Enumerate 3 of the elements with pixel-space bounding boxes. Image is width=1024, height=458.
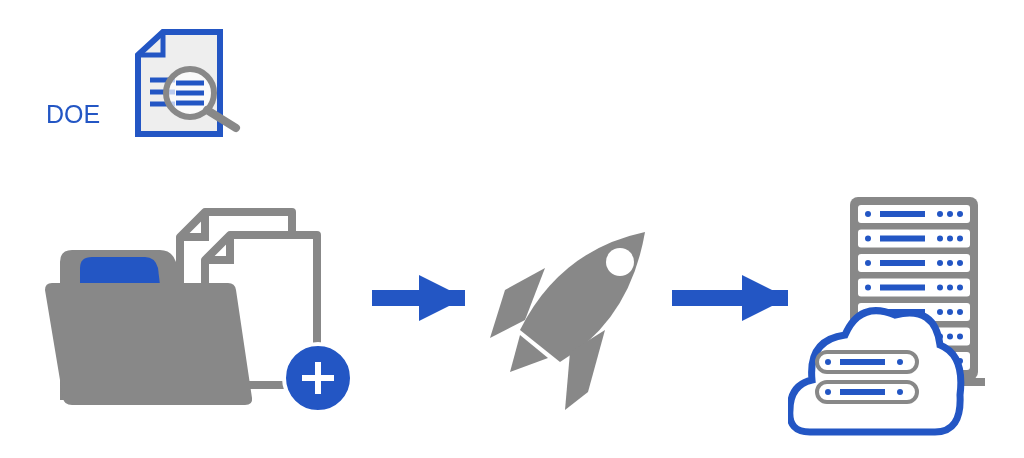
- arrow: [672, 275, 788, 321]
- title-label: DOE: [46, 100, 101, 129]
- arrow: [372, 275, 465, 321]
